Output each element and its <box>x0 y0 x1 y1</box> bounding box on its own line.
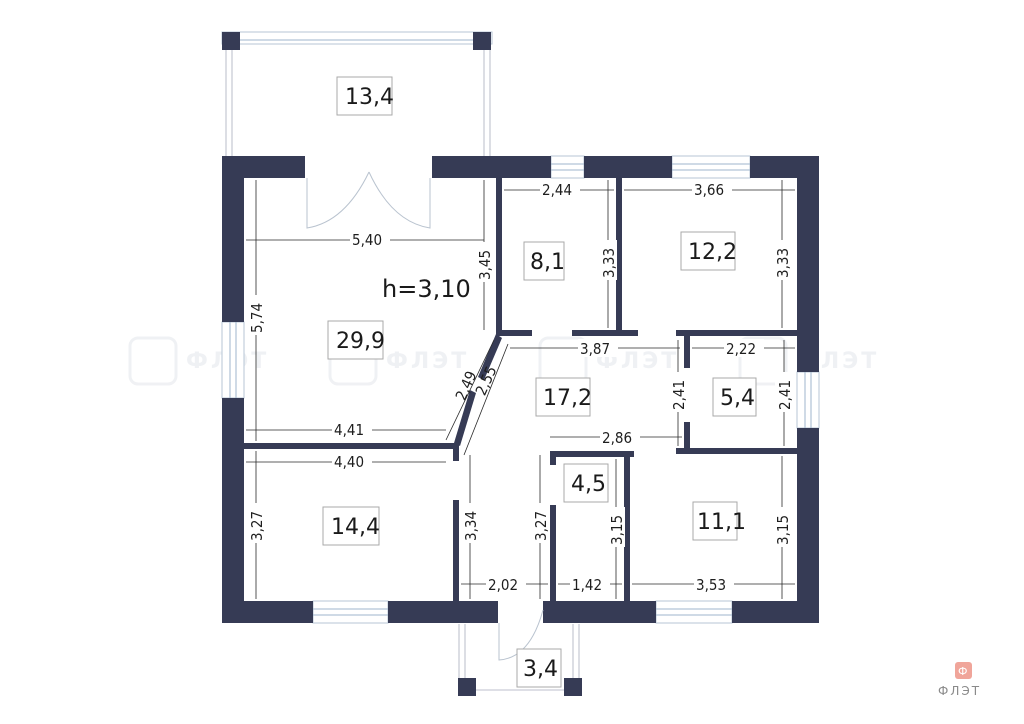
svg-text:2,44: 2,44 <box>542 181 572 199</box>
brand-logo: Ф ФЛЭТ <box>938 662 981 698</box>
window <box>550 155 585 179</box>
window <box>671 155 751 179</box>
svg-text:2,41: 2,41 <box>776 380 794 410</box>
svg-text:3,45: 3,45 <box>476 250 494 280</box>
window <box>655 600 733 624</box>
svg-text:5,74: 5,74 <box>248 303 266 333</box>
terrace-post <box>222 32 240 50</box>
dimension-labels: 5,40 5,74 3,45 4,41 4,40 3,27 2,49 2,55 … <box>247 180 794 594</box>
svg-text:4,40: 4,40 <box>334 453 364 471</box>
svg-text:3,27: 3,27 <box>532 511 550 541</box>
terrace-door-right <box>368 171 431 229</box>
svg-text:2,86: 2,86 <box>602 429 632 447</box>
area-room-small-north: 8,1 <box>530 250 565 275</box>
svg-text:3,27: 3,27 <box>248 511 266 541</box>
svg-text:3,33: 3,33 <box>774 248 792 278</box>
logo-icon <box>955 662 972 679</box>
porch-post <box>458 678 476 696</box>
svg-text:3,34: 3,34 <box>462 511 480 541</box>
area-terrace: 13,4 <box>345 85 394 110</box>
dim-living-width: 5,40 <box>352 231 382 249</box>
outer-walls <box>222 156 819 623</box>
area-bedroom-northeast: 12,2 <box>688 240 737 265</box>
svg-text:2,41: 2,41 <box>670 380 688 410</box>
area-bedroom-southwest: 14,4 <box>331 515 380 540</box>
svg-text:3,66: 3,66 <box>694 181 724 199</box>
terrace <box>221 31 493 156</box>
svg-text:3,53: 3,53 <box>696 576 726 594</box>
area-bedroom-southeast: 11,1 <box>697 510 746 535</box>
svg-text:3,15: 3,15 <box>608 515 626 545</box>
svg-text:2,22: 2,22 <box>726 340 756 358</box>
porch-post <box>564 678 582 696</box>
terrace-post <box>473 32 491 50</box>
logo-text: ФЛЭТ <box>938 684 981 698</box>
svg-text:3,87: 3,87 <box>580 340 610 358</box>
area-living-room: 29,9 <box>336 329 385 354</box>
area-hall: 17,2 <box>543 386 592 411</box>
svg-text:3,15: 3,15 <box>774 515 792 545</box>
porch <box>458 624 582 696</box>
terrace-door-left <box>306 171 370 229</box>
area-bathroom: 5,4 <box>720 386 755 411</box>
svg-text:Ф: Ф <box>958 665 967 678</box>
svg-text:4,41: 4,41 <box>334 421 364 439</box>
svg-text:ФЛЭТ: ФЛЭТ <box>386 349 469 374</box>
svg-text:3,33: 3,33 <box>600 248 618 278</box>
window <box>796 371 820 429</box>
room-area-labels: 13,4 29,9 8,1 12,2 17,2 5,4 14,4 4,5 11,… <box>322 76 757 688</box>
inner-walls <box>244 178 797 601</box>
window <box>221 321 245 399</box>
area-porch: 3,4 <box>523 657 558 682</box>
svg-text:1,42: 1,42 <box>572 576 602 594</box>
svg-text:2,02: 2,02 <box>488 576 518 594</box>
area-wc: 4,5 <box>571 472 606 497</box>
ceiling-height-label: h=3,10 <box>382 275 471 303</box>
svg-text:2,55: 2,55 <box>472 363 501 398</box>
window <box>312 600 389 624</box>
